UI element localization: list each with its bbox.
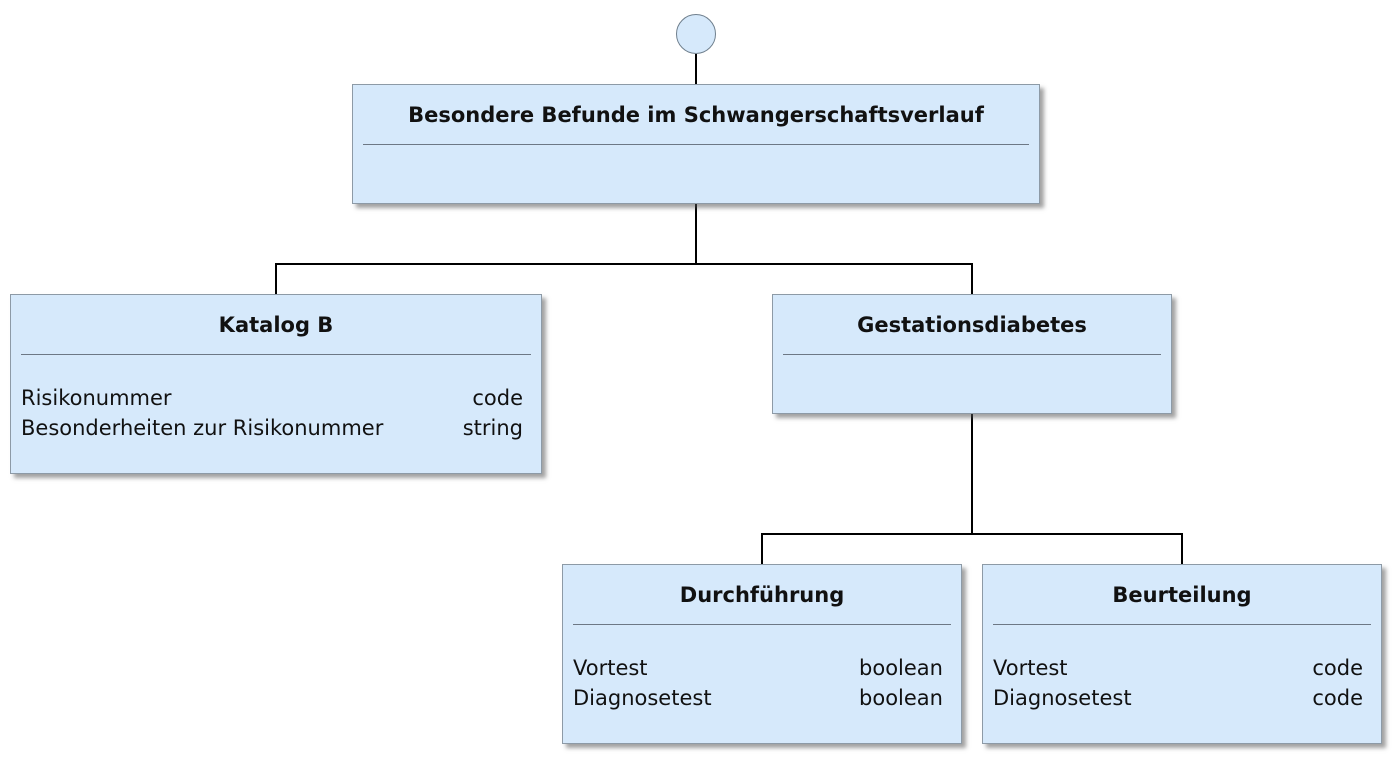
attribute-row: Vortest code [993, 653, 1363, 683]
attribute-row: Vortest boolean [573, 653, 943, 683]
class-box-durchfuehrung[interactable]: Durchführung Vortest boolean Diagnosetes… [562, 564, 962, 744]
attribute-name: Risikonummer [21, 386, 172, 410]
attribute-name: Diagnosetest [993, 686, 1132, 710]
class-box-katalog-b[interactable]: Katalog B Risikonummer code Besonderheit… [10, 294, 542, 474]
attribute-type: boolean [859, 686, 943, 710]
class-divider [21, 354, 531, 355]
attribute-list: Vortest code Diagnosetest code [993, 653, 1363, 713]
class-title: Katalog B [218, 313, 334, 337]
attribute-row: Diagnosetest code [993, 683, 1363, 713]
connector-branch-level2 [761, 533, 1183, 564]
attribute-row: Diagnosetest boolean [573, 683, 943, 713]
attribute-type: code [472, 386, 523, 410]
class-divider [993, 624, 1371, 625]
class-title: Besondere Befunde im Schwangerschaftsver… [408, 103, 984, 127]
class-box-gestationsdiabetes[interactable]: Gestationsdiabetes [772, 294, 1172, 414]
attribute-row: Risikonummer code [21, 383, 523, 413]
class-box-beurteilung[interactable]: Beurteilung Vortest code Diagnosetest co… [982, 564, 1382, 744]
attribute-name: Diagnosetest [573, 686, 712, 710]
class-divider [783, 354, 1161, 355]
attribute-list: Risikonummer code Besonderheiten zur Ris… [21, 383, 523, 443]
class-title: Gestationsdiabetes [857, 313, 1087, 337]
attribute-type: code [1312, 656, 1363, 680]
class-box-besondere-befunde[interactable]: Besondere Befunde im Schwangerschaftsver… [352, 84, 1040, 204]
start-node-circle [676, 14, 716, 54]
attribute-row: Besonderheiten zur Risikonummer string [21, 413, 523, 443]
attribute-type: code [1312, 686, 1363, 710]
class-title: Beurteilung [1112, 583, 1252, 607]
connector-branch-level1 [275, 263, 973, 294]
attribute-list: Vortest boolean Diagnosetest boolean [573, 653, 943, 713]
class-divider [363, 144, 1029, 145]
attribute-name: Vortest [573, 656, 648, 680]
class-divider [573, 624, 951, 625]
attribute-type: boolean [859, 656, 943, 680]
attribute-type: string [462, 416, 523, 440]
attribute-name: Vortest [993, 656, 1068, 680]
class-title: Durchführung [679, 583, 845, 607]
attribute-name: Besonderheiten zur Risikonummer [21, 416, 384, 440]
